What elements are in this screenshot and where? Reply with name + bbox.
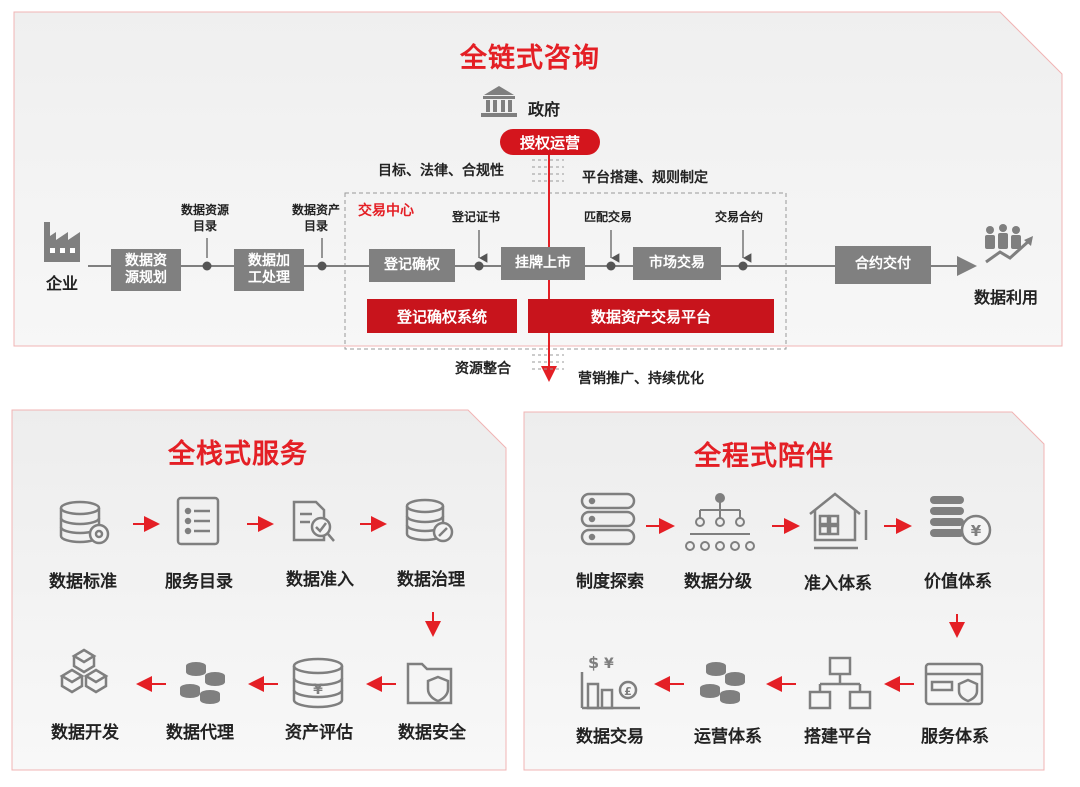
house-measure-icon [809, 492, 868, 550]
item-admission-system: 准入体系 [804, 574, 872, 594]
item-value-system: 价值体系 [924, 572, 992, 592]
right-panel-title: 全程式陪伴 [694, 441, 834, 472]
currency-chart-icon: $ ¥ £ [580, 653, 640, 710]
stacked-disks-icon [180, 662, 225, 704]
marketing-label: 营销推广、持续优化 [578, 371, 704, 387]
people-growth-icon [985, 224, 1033, 264]
document-search-icon [292, 500, 335, 542]
platform-label: 平台搭建、规则制定 [582, 170, 708, 186]
asset-trading-platform-bar: 数据资产交易平台 [528, 299, 774, 333]
resource-integration-label: 资源整合 [455, 361, 511, 377]
goals-label: 目标、法律、合规性 [378, 163, 504, 179]
enterprise-label: 企业 [46, 274, 79, 293]
flow-box-listing: 挂牌上市 [501, 247, 585, 280]
registration-system-bar: 登记确权系统 [367, 299, 517, 333]
item-data-agency: 数据代理 [166, 723, 234, 743]
checkpoint-registration-cert: 登记证书 [452, 210, 501, 224]
server-stack-icon [580, 492, 636, 546]
auth-operation-pill: 授权运营 [500, 129, 600, 155]
checklist-icon [176, 496, 220, 546]
checkpoint-match-trade: 匹配交易 [584, 210, 633, 224]
item-asset-evaluation: 资产评估 [285, 723, 353, 743]
exchange-center-frame [344, 192, 787, 350]
flow-box-market-trade: 市场交易 [633, 247, 721, 280]
item-operation-system: 运营体系 [694, 727, 762, 747]
svg-text:¥: ¥ [971, 522, 982, 540]
factory-icon [44, 222, 80, 262]
item-data-admission: 数据准入 [286, 570, 354, 590]
card-shield-icon [924, 662, 984, 706]
item-build-platform: 搭建平台 [804, 727, 872, 747]
network-blocks-icon [808, 656, 872, 710]
cubes-icon [59, 648, 109, 694]
checkpoint-resource-catalog: 数据资源 目录 [181, 203, 230, 234]
data-usage-label: 数据利用 [974, 288, 1039, 307]
yuan-database-icon: ¥ [292, 657, 344, 709]
left-panel-title: 全栈式服务 [168, 439, 308, 470]
item-service-system: 服务体系 [921, 727, 989, 747]
svg-text:¥: ¥ [313, 682, 323, 698]
svg-text:$: $ [588, 653, 599, 672]
database-wrench-icon [405, 498, 454, 543]
svg-text:¥: ¥ [604, 656, 614, 672]
checkpoint-asset-catalog: 数据资产 目录 [292, 203, 341, 234]
government-icon [481, 86, 517, 117]
flow-box-contract-delivery: 合约交付 [835, 246, 931, 284]
item-data-governance: 数据治理 [397, 570, 465, 590]
flow-box-resource-planning: 数据资 源规划 [111, 249, 181, 291]
checkpoint-trade-contract: 交易合约 [715, 210, 764, 224]
top-title: 全链式咨询 [460, 43, 600, 74]
folder-shield-icon [406, 662, 453, 705]
database-gear-icon [59, 500, 110, 545]
stacked-disks-icon-2 [700, 662, 745, 704]
flow-box-processing: 数据加 工处理 [234, 249, 304, 291]
item-data-development: 数据开发 [51, 723, 119, 743]
government-label: 政府 [528, 100, 561, 119]
exchange-center-label: 交易中心 [358, 203, 414, 219]
hierarchy-tree-icon [685, 493, 755, 551]
svg-text:£: £ [624, 685, 632, 698]
item-data-security: 数据安全 [398, 723, 466, 743]
flow-box-registration: 登记确权 [369, 249, 455, 282]
coins-yuan-icon: ¥ [930, 496, 992, 546]
item-data-trading: 数据交易 [576, 727, 644, 747]
item-data-classification: 数据分级 [684, 572, 752, 592]
item-data-standard: 数据标准 [49, 572, 117, 592]
item-service-catalog: 服务目录 [165, 572, 233, 592]
item-institution-exploration: 制度探索 [576, 572, 644, 592]
left-panel [11, 409, 507, 771]
